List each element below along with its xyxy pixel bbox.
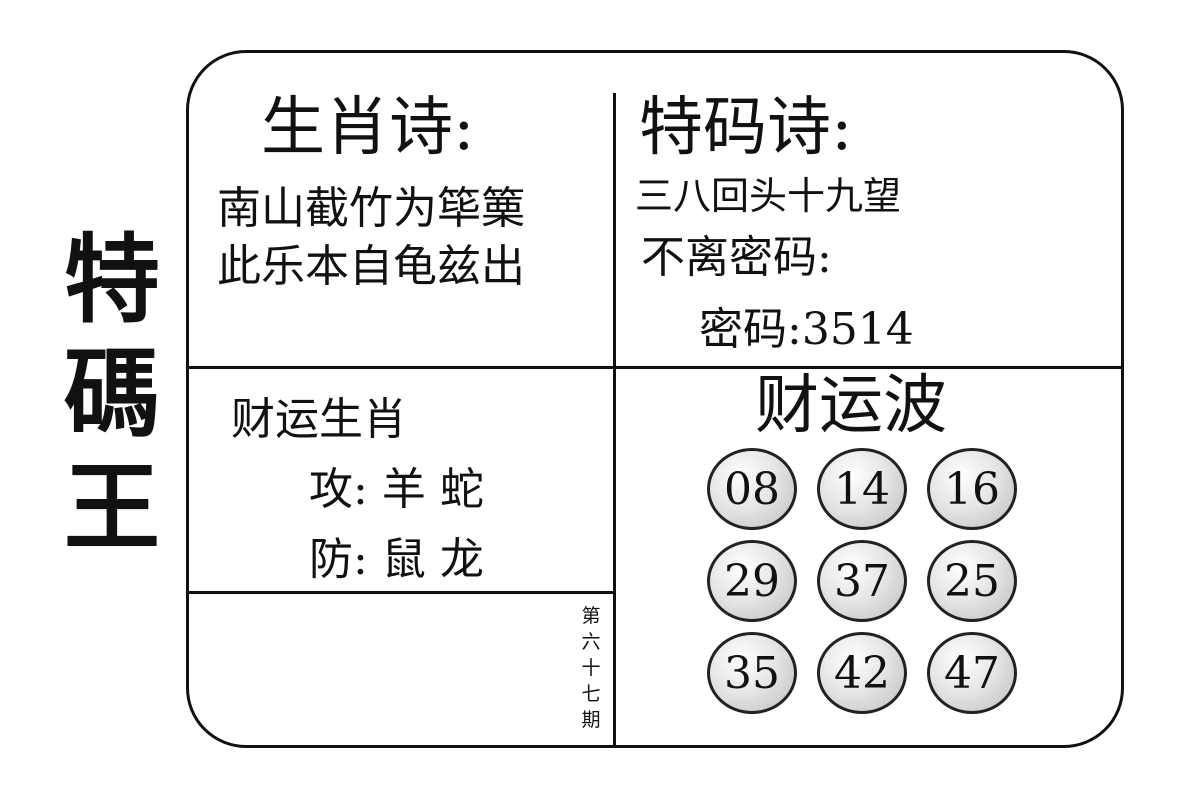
issue-char: 十	[581, 657, 601, 679]
issue-char: 七	[581, 683, 601, 705]
side-title: 特 碼 王	[52, 230, 172, 558]
attack-values: 羊 蛇	[381, 464, 484, 515]
zodiac-poem-line: 南山截竹为筚篥	[217, 183, 525, 234]
middle-divider	[189, 366, 1121, 369]
number-ball: 47	[927, 632, 1017, 714]
zodiac-poem-heading: 生肖诗:	[261, 91, 475, 165]
vertical-divider	[613, 93, 616, 745]
number-ball: 16	[927, 448, 1017, 530]
issue-char: 期	[581, 709, 601, 731]
number-ball: 35	[707, 632, 797, 714]
side-title-char: 特	[64, 224, 160, 336]
issue-char: 六	[581, 631, 601, 653]
number-poem-heading: 特码诗:	[639, 91, 853, 165]
side-title-char: 碼	[64, 338, 160, 450]
fortune-wave-heading: 财运波	[755, 369, 947, 443]
defend-values: 鼠 龙	[381, 534, 484, 585]
zodiac-poem-line: 此乐本自龟兹出	[217, 241, 525, 292]
defend-label: 防:	[309, 534, 368, 585]
secret-code: 密码:3514	[699, 305, 914, 355]
attack-row: 攻: 羊 蛇	[309, 465, 484, 515]
side-title-char: 王	[64, 452, 160, 564]
fortune-wave-numbers: 08 14 16 29 37 25 35 42 47	[707, 448, 1037, 724]
fortune-zodiac-heading: 财运生肖	[231, 394, 407, 445]
number-ball: 25	[927, 540, 1017, 622]
number-ball: 29	[707, 540, 797, 622]
defend-row: 防: 鼠 龙	[309, 535, 484, 585]
secret-code-label: 密码:	[699, 304, 802, 355]
attack-label: 攻:	[309, 464, 368, 515]
number-ball: 42	[817, 632, 907, 714]
secret-code-heading: 不离密码:	[641, 232, 832, 283]
main-frame: 生肖诗: 南山截竹为筚篥 此乐本自龟兹出 特码诗: 三八回头十九望 不离密码: …	[186, 50, 1124, 748]
number-ball: 37	[817, 540, 907, 622]
issue-char: 第	[581, 605, 601, 627]
number-ball: 08	[707, 448, 797, 530]
number-ball: 14	[817, 448, 907, 530]
lower-divider	[189, 591, 615, 594]
number-poem-line: 三八回头十九望	[635, 174, 902, 218]
secret-code-value: 3514	[801, 304, 914, 355]
issue-number: 第 六 十 七 期	[579, 603, 603, 733]
